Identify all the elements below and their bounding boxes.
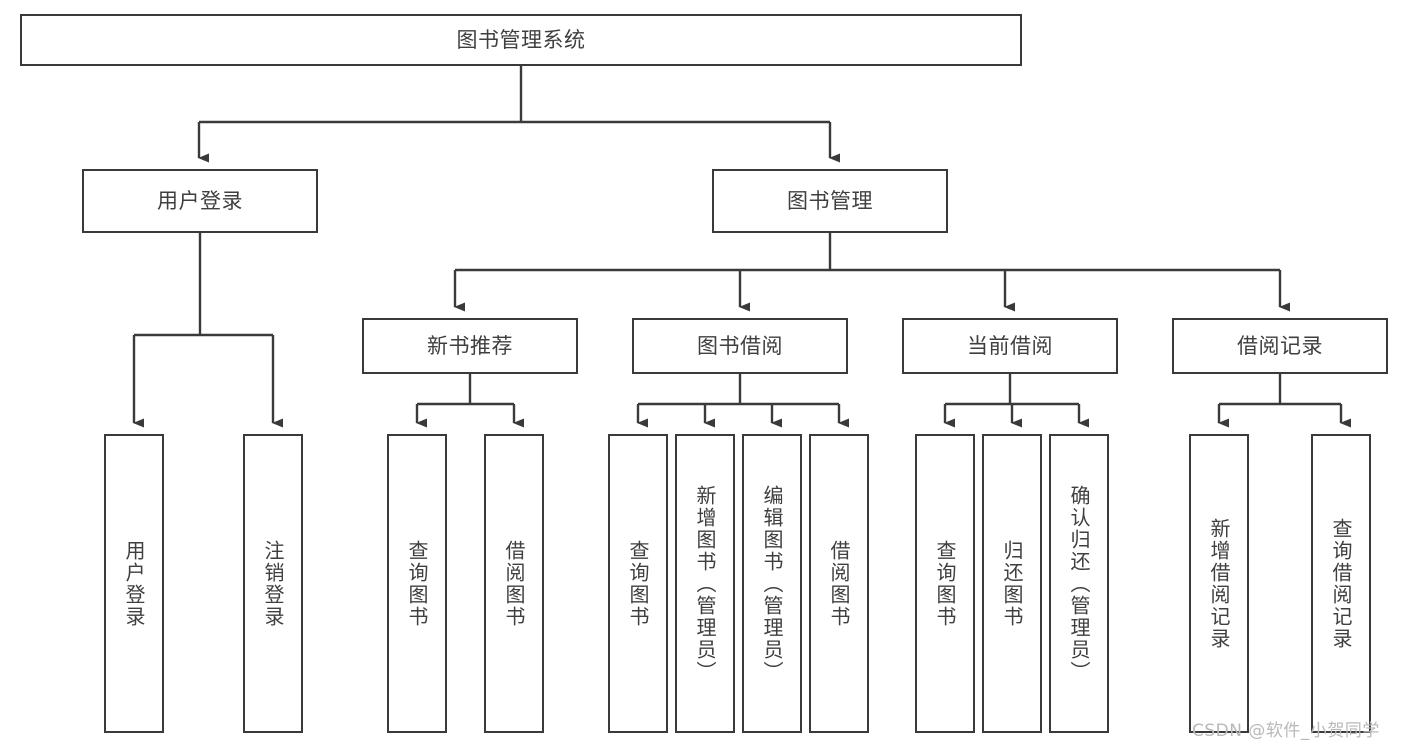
leaf-edit-book[interactable]: 编辑图书（管理员） (742, 434, 802, 733)
node-current-borrow[interactable]: 当前借阅 (902, 318, 1118, 374)
node-book-borrow-label: 图书借阅 (697, 333, 783, 358)
leaf-add-book[interactable]: 新增图书（管理员） (675, 434, 735, 733)
leaf-borrow-book-2-label: 借阅图书 (827, 539, 851, 628)
leaf-add-record[interactable]: 新增借阅记录 (1189, 434, 1249, 733)
leaf-return-book-label: 归还图书 (1000, 539, 1024, 628)
node-borrow-record-label: 借阅记录 (1237, 333, 1323, 358)
leaf-logout-login[interactable]: 注销登录 (243, 434, 303, 733)
leaf-confirm-return-label: 确认归还（管理员） (1067, 484, 1091, 683)
leaf-user-login[interactable]: 用户登录 (104, 434, 164, 733)
node-current-borrow-label: 当前借阅 (967, 333, 1053, 358)
node-new-book-recommend-label: 新书推荐 (427, 333, 513, 358)
leaf-user-login-label: 用户登录 (122, 539, 146, 628)
leaf-query-book-1[interactable]: 查询图书 (387, 434, 447, 733)
node-user-login[interactable]: 用户登录 (82, 169, 318, 233)
leaf-logout-login-label: 注销登录 (261, 539, 285, 628)
leaf-query-book-2[interactable]: 查询图书 (608, 434, 668, 733)
node-book-manage-label: 图书管理 (787, 188, 873, 213)
leaf-query-record[interactable]: 查询借阅记录 (1311, 434, 1371, 733)
node-root[interactable]: 图书管理系统 (20, 14, 1022, 66)
leaf-query-book-3-label: 查询图书 (933, 539, 957, 628)
leaf-edit-book-label: 编辑图书（管理员） (760, 484, 784, 683)
leaf-query-record-label: 查询借阅记录 (1329, 517, 1353, 650)
leaf-query-book-1-label: 查询图书 (405, 539, 429, 628)
leaf-borrow-book-1-label: 借阅图书 (502, 539, 526, 628)
leaf-confirm-return[interactable]: 确认归还（管理员） (1049, 434, 1109, 733)
node-borrow-record[interactable]: 借阅记录 (1172, 318, 1388, 374)
node-book-manage[interactable]: 图书管理 (712, 169, 948, 233)
leaf-add-record-label: 新增借阅记录 (1207, 517, 1231, 650)
node-user-login-label: 用户登录 (157, 188, 243, 213)
leaf-add-book-label: 新增图书（管理员） (693, 484, 717, 683)
leaf-borrow-book-2[interactable]: 借阅图书 (809, 434, 869, 733)
leaf-query-book-3[interactable]: 查询图书 (915, 434, 975, 733)
leaf-query-book-2-label: 查询图书 (626, 539, 650, 628)
node-new-book-recommend[interactable]: 新书推荐 (362, 318, 578, 374)
node-root-label: 图书管理系统 (456, 27, 586, 52)
node-book-borrow[interactable]: 图书借阅 (632, 318, 848, 374)
leaf-return-book[interactable]: 归还图书 (982, 434, 1042, 733)
leaf-borrow-book-1[interactable]: 借阅图书 (484, 434, 544, 733)
